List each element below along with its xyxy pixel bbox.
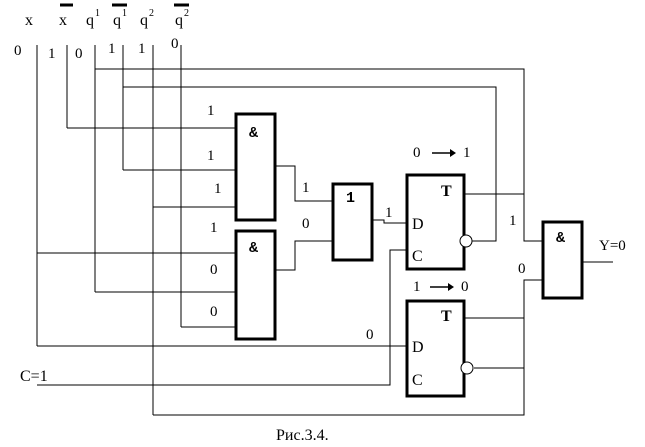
and-bottom-in3-value: 0 — [210, 304, 218, 320]
output-label: Y=0 — [599, 238, 626, 254]
arrow-head-icon — [450, 149, 456, 157]
and-gate-bottom-symbol: & — [249, 240, 258, 257]
and-top-in2-value: 1 — [207, 148, 215, 164]
or-gate — [331, 182, 374, 262]
input-value-x: 0 — [14, 43, 22, 59]
input-label-q2: q 2 — [140, 8, 154, 29]
input-value-q1-bar: 1 — [108, 41, 116, 57]
or-out-value: 1 — [385, 205, 393, 221]
input-label-x: x — [25, 12, 33, 29]
and-top-in1-value: 1 — [207, 103, 215, 119]
input-value-x-bar: 1 — [48, 46, 56, 62]
wire-and-top-out — [276, 165, 333, 202]
wire-and-out-in1 — [523, 194, 543, 242]
trigger-2-d: D — [412, 339, 424, 356]
trigger-2-from: 1 — [413, 279, 421, 295]
trigger-2-transition: 1 0 — [413, 279, 469, 295]
feedback-q1-line — [95, 68, 525, 194]
input-label-q1-bar-sup: 1 — [122, 8, 127, 19]
input-label-q1-bar-text: q — [113, 12, 121, 29]
and-gate-output — [541, 220, 584, 300]
trigger-2-label: T — [441, 308, 452, 325]
and-top-in3-value: 1 — [214, 181, 222, 197]
trigger-2-inverted-output — [460, 361, 474, 375]
trigger-2 — [405, 299, 466, 398]
or-in2-value: 0 — [302, 216, 310, 232]
input-label-x-bar: x — [59, 3, 73, 29]
and-gate-output-symbol: & — [556, 230, 565, 247]
wire-and-bottom-out — [276, 240, 333, 271]
and-gate-bottom — [234, 229, 277, 341]
or-gate-symbol: 1 — [346, 190, 355, 207]
input-label-q1-sup: 1 — [95, 8, 100, 19]
input-label-q2-bar-sup: 2 — [184, 8, 189, 19]
and-gate-top — [234, 112, 277, 222]
or-in1-value: 1 — [302, 180, 310, 196]
trigger-1-transition: 0 1 — [413, 145, 471, 161]
trigger-1 — [405, 173, 466, 271]
trigger-1-label: T — [441, 183, 452, 200]
input-label-q2-bar-text: q — [175, 12, 183, 29]
and-out-in2-value: 0 — [518, 261, 526, 277]
input-value-q1: 0 — [75, 46, 83, 62]
trigger-2-c: C — [412, 372, 423, 389]
wire-and-out-in2 — [153, 279, 543, 416]
input-label-q2-text: q — [140, 12, 148, 29]
trigger-2-d-value: 0 — [366, 327, 374, 343]
trigger-1-to: 1 — [463, 145, 471, 161]
wire-clock — [37, 249, 407, 386]
wire-or-out — [372, 219, 407, 224]
clock-label: C=1 — [20, 368, 48, 385]
input-value-q2-bar: 0 — [171, 36, 179, 52]
trigger-2-to: 0 — [461, 279, 469, 295]
and-bottom-in2-value: 0 — [210, 262, 218, 278]
arrow-head-icon — [448, 283, 454, 291]
input-label-q1-bar: q 1 — [112, 3, 127, 29]
input-label-q2-bar: q 2 — [174, 3, 189, 29]
input-label-q2-sup: 2 — [149, 8, 154, 19]
trigger-1-c: C — [412, 248, 423, 265]
trigger-1-d: D — [412, 216, 424, 233]
input-value-q2: 1 — [138, 41, 146, 57]
feedback-q1-bar-line — [123, 86, 497, 242]
figure-caption: Рис.3.4. — [276, 427, 329, 444]
and-out-in1-value: 1 — [509, 213, 517, 229]
and-bottom-in1-value: 1 — [210, 220, 218, 236]
input-label-q1-text: q — [86, 12, 94, 29]
input-label-q1: q 1 — [86, 8, 100, 29]
and-gate-top-symbol: & — [249, 125, 258, 142]
trigger-1-from: 0 — [413, 145, 421, 161]
input-label-x-bar-text: x — [59, 12, 67, 29]
trigger-1-inverted-output — [459, 234, 473, 248]
